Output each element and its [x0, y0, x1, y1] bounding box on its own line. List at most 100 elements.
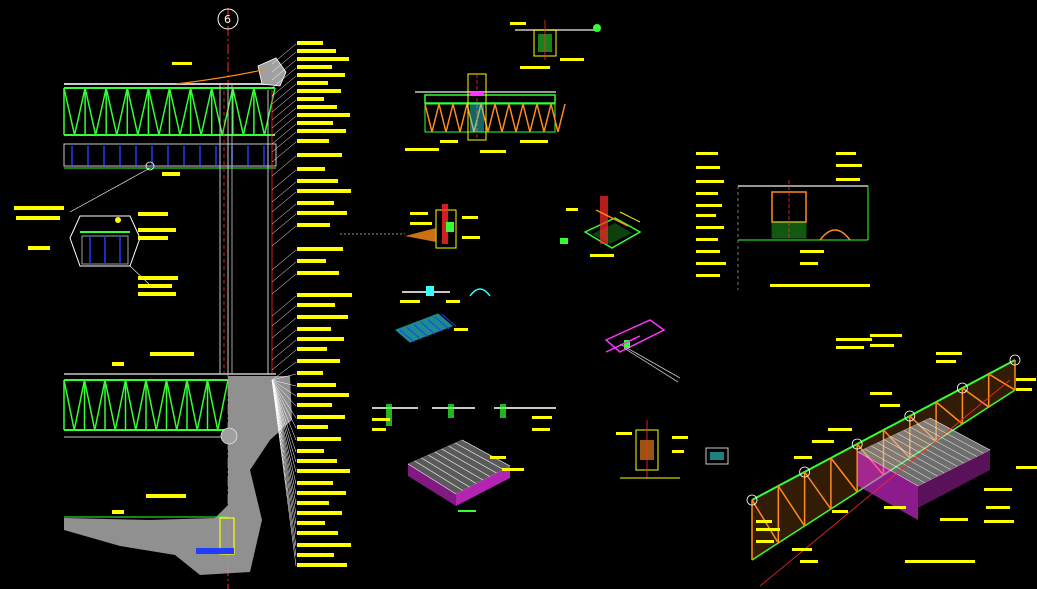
annotation-mark [836, 346, 864, 349]
leader-line [271, 225, 297, 247]
annotation-mark [410, 222, 432, 225]
panel-rib [414, 460, 463, 491]
annotation-mark [297, 49, 336, 53]
leader-line [271, 249, 297, 271]
web-member [501, 103, 510, 133]
main-wall-section [14, 41, 352, 575]
annotation-mark [792, 548, 812, 551]
web-member [557, 103, 566, 133]
truss-diagonal [63, 379, 75, 431]
leader-line [271, 379, 297, 473]
annotation-mark [490, 456, 506, 459]
truss-diagonal [232, 87, 245, 136]
iso-web [988, 373, 1016, 391]
corrugation [399, 329, 415, 343]
truss-diagonal [137, 87, 150, 136]
leader-line [271, 131, 297, 153]
truss-diagonal [253, 87, 266, 136]
truss-diagonal [179, 87, 192, 136]
annotation-mark [297, 179, 338, 183]
web-member [536, 103, 545, 133]
concrete-backfill [64, 376, 292, 575]
annotation-mark [832, 510, 848, 513]
annotation-mark [297, 521, 325, 525]
leader-line [271, 379, 297, 441]
panel-rib [461, 439, 511, 467]
leader-line [271, 213, 297, 235]
annotation-mark [297, 57, 349, 61]
leader-line [271, 339, 297, 361]
web-member [487, 103, 496, 133]
leader-line [271, 43, 297, 65]
roof-panel-iso [407, 439, 511, 512]
annotation-mark [836, 152, 856, 155]
gutter-detail [340, 204, 457, 249]
truss-diagonal [63, 87, 76, 136]
corrugation [434, 316, 450, 330]
annotation-mark [297, 315, 348, 319]
annotation-mark [696, 180, 724, 183]
truss-diagonal [155, 379, 168, 431]
annotation-mark [297, 223, 330, 227]
annotation-mark [297, 113, 350, 117]
truss-diagonal [104, 379, 116, 431]
annotation-mark [672, 450, 684, 453]
truss-diagonal [263, 87, 276, 136]
truss-diagonal [196, 379, 209, 431]
truss-diagonal [83, 379, 96, 431]
panel-rib [428, 454, 477, 484]
annotation-mark [986, 506, 1010, 509]
truss-diagonal [165, 379, 178, 431]
leader-line [271, 379, 297, 419]
truss-diagonal [158, 87, 171, 136]
leader-line [271, 379, 297, 397]
annotation-mark [297, 153, 342, 157]
truss-diagonal [84, 87, 97, 136]
iso-panel-rib [864, 448, 925, 483]
leader-line [271, 83, 297, 105]
annotation-mark [297, 105, 337, 109]
panel-rib [448, 445, 497, 474]
leader-line [271, 155, 297, 177]
annotation-mark [372, 428, 386, 431]
leader-line [271, 379, 297, 485]
annotation-mark [870, 392, 892, 395]
annotation-mark [502, 468, 524, 471]
annotation-mark [936, 360, 956, 363]
web-member [550, 103, 559, 133]
annotation-mark [696, 226, 724, 229]
truss-diagonal [114, 379, 127, 431]
annotation-mark [112, 510, 124, 514]
annotation-mark [297, 491, 346, 495]
leader-line [271, 349, 297, 371]
annotation-mark [794, 456, 812, 459]
iso-panel-rib [903, 430, 964, 464]
annotation-mark [297, 371, 323, 375]
annotation-mark [138, 276, 178, 280]
upper-roof-truss [63, 83, 277, 169]
leader-line [271, 317, 297, 339]
leader-line [271, 379, 297, 453]
annotation-mark [28, 246, 50, 250]
leader-line [271, 361, 297, 381]
web-member [445, 103, 454, 133]
beam-truss-section [737, 180, 870, 290]
iso-node [799, 466, 810, 478]
leader-line [271, 91, 297, 113]
leader-line [271, 203, 297, 225]
annotation-mark [696, 250, 720, 253]
annotation-mark [297, 383, 336, 387]
truss-diagonal [168, 87, 181, 136]
annotation-mark [696, 238, 718, 241]
truss-diagonal [186, 379, 198, 431]
truss-diagonal [126, 87, 139, 136]
iso-web [935, 401, 963, 425]
annotation-mark [112, 362, 124, 366]
annotation-mark [297, 327, 331, 331]
annotation-mark [297, 553, 334, 557]
annotation-mark [984, 520, 1014, 523]
annotation-mark [446, 300, 460, 303]
truss-diagonal [242, 87, 255, 136]
leader-line [271, 379, 297, 429]
annotation-mark [520, 140, 548, 143]
